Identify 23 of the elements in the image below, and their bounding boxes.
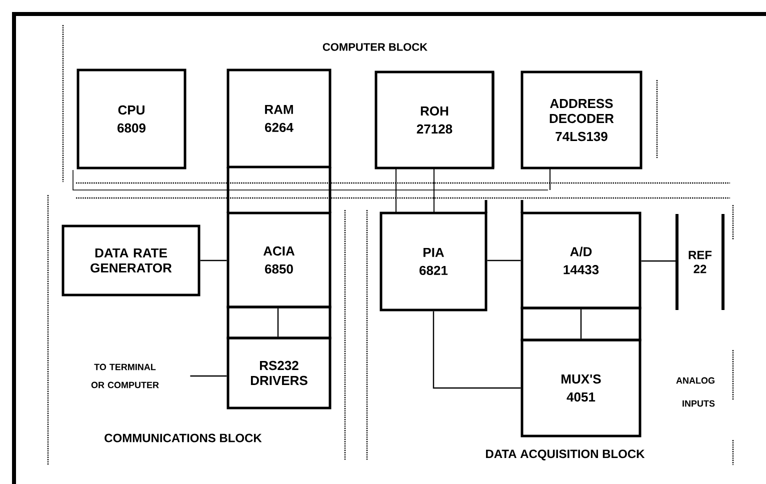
block-label: ANALOG INPUTS <box>676 377 715 407</box>
connector-line <box>277 308 279 337</box>
chip-box: ADDRESS DECODER 74LS139 <box>520 70 642 170</box>
chip-box: RS232 DRIVERS <box>226 336 332 410</box>
connector-line <box>580 309 582 339</box>
block-label: COMMUNICATIONS BLOCK <box>104 434 262 442</box>
connector-line <box>641 260 677 262</box>
chip-box: ROH 27128 <box>374 70 494 170</box>
chip-box: A/D 14433 <box>520 212 642 310</box>
reference-block: REF 22 <box>676 214 724 310</box>
chip-box: ACIA 6850 <box>226 212 332 308</box>
chip-box: DATA RATE GENERATOR <box>62 224 200 296</box>
block-label: DATA ACQUISITION BLOCK <box>486 450 645 460</box>
connector-line <box>432 311 521 389</box>
connector-line <box>200 260 227 262</box>
chip-box: RAM 6264 <box>226 68 332 168</box>
chip-box: CPU 6809 <box>76 68 186 170</box>
chip-box: MUX'S 4051 <box>520 338 642 438</box>
connector-line <box>487 260 521 262</box>
terminal-label: TO TERMINAL OR COMPUTER <box>91 364 159 388</box>
connector-line <box>190 375 227 377</box>
chip-box: PIA 6821 <box>380 212 488 312</box>
block-label: COMPUTER BLOCK <box>322 43 428 51</box>
